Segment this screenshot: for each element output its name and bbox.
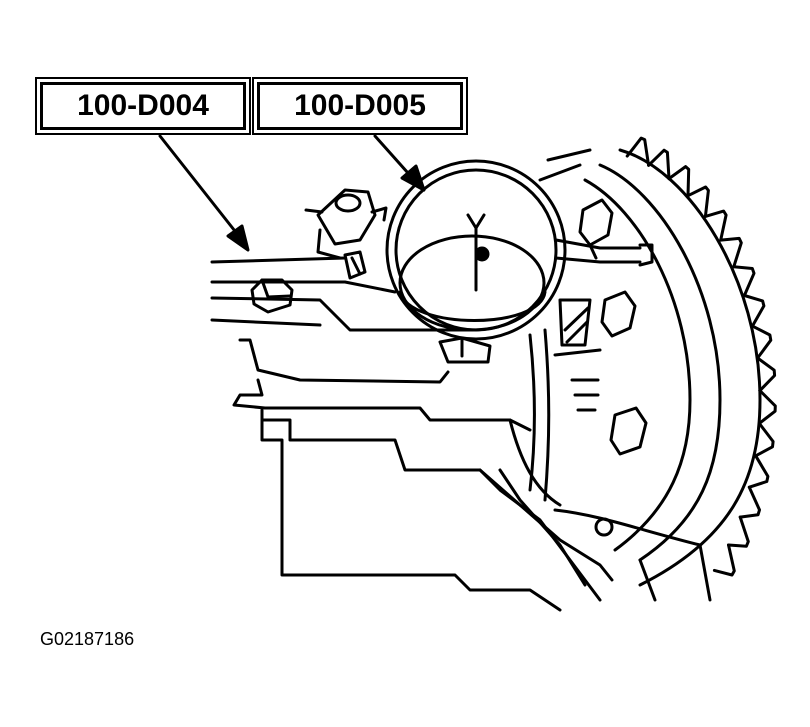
differential-housing xyxy=(210,296,712,612)
ring-gear-bolt xyxy=(609,406,648,456)
gear-tooth xyxy=(712,543,736,577)
gear-tooth xyxy=(742,294,766,328)
leader-arrow-100-d005 xyxy=(373,134,426,192)
gear-tooth xyxy=(703,209,728,242)
gear-tooth xyxy=(647,148,671,181)
ring-gear-teeth xyxy=(625,136,777,577)
ring-gear xyxy=(528,136,777,587)
leader-arrow-100-d004 xyxy=(158,134,250,252)
gear-tooth xyxy=(719,236,743,269)
ring-gear-bolt xyxy=(600,290,637,338)
gear-tooth xyxy=(625,136,651,167)
gear-tooth xyxy=(667,165,691,198)
gear-tooth xyxy=(727,515,750,548)
gear-tooth xyxy=(747,454,770,489)
gear-tooth xyxy=(757,389,777,425)
figure-id: G02187186 xyxy=(40,629,135,649)
gear-tooth xyxy=(750,324,773,360)
callout-label-100-d004: 100-D004 xyxy=(40,82,246,130)
gear-tooth xyxy=(732,265,756,297)
gear-tooth xyxy=(686,185,710,218)
gear-tooth xyxy=(738,485,761,519)
callout-label-100-d005: 100-D005 xyxy=(257,82,463,130)
dial-indicator xyxy=(385,159,654,364)
housing-bolt xyxy=(250,278,294,314)
gear-tooth xyxy=(754,421,775,458)
indicator-clamp xyxy=(304,188,388,260)
gear-tooth xyxy=(756,356,777,393)
magnetic-base-arm xyxy=(210,250,397,294)
